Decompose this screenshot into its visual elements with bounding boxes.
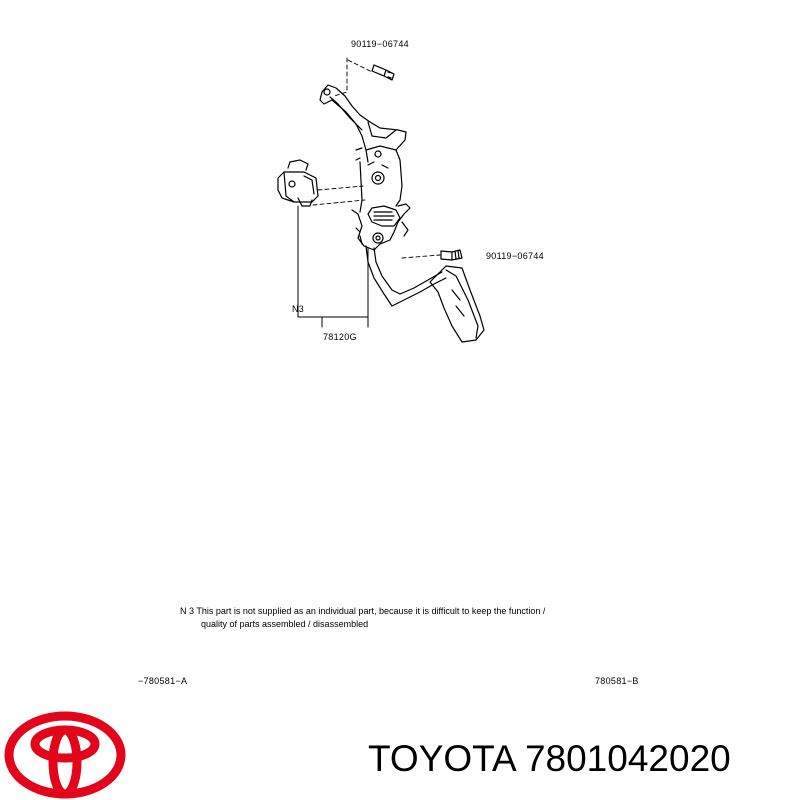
bolt-top-icon: [371, 64, 395, 81]
footer-brand-line: TOYOTA 7801042020: [368, 738, 731, 779]
callout-bolt-right: 90119−06744: [486, 251, 544, 261]
callout-assembly: 78120G: [323, 332, 357, 342]
bolt-right-icon: [440, 249, 463, 261]
callout-bracket: [297, 205, 369, 328]
callout-bolt-top: 90119−06744: [351, 39, 409, 49]
toyota-logo-icon: [4, 711, 126, 799]
pedal-bracket: [319, 84, 411, 251]
figure-id-right: 780581−B: [595, 676, 639, 686]
callout-note-ref: N3: [292, 304, 305, 314]
figure-id-left: −780581−A: [138, 676, 188, 686]
pedal-pad: [429, 265, 485, 343]
pedal-rod: [365, 245, 447, 307]
throttle-sensor-icon: [277, 159, 319, 207]
leader-lines: [312, 57, 441, 259]
note-line-1: N 3 This part is not supplied as an indi…: [180, 606, 546, 616]
note-line-2: quality of parts assembled / disassemble…: [201, 619, 369, 629]
